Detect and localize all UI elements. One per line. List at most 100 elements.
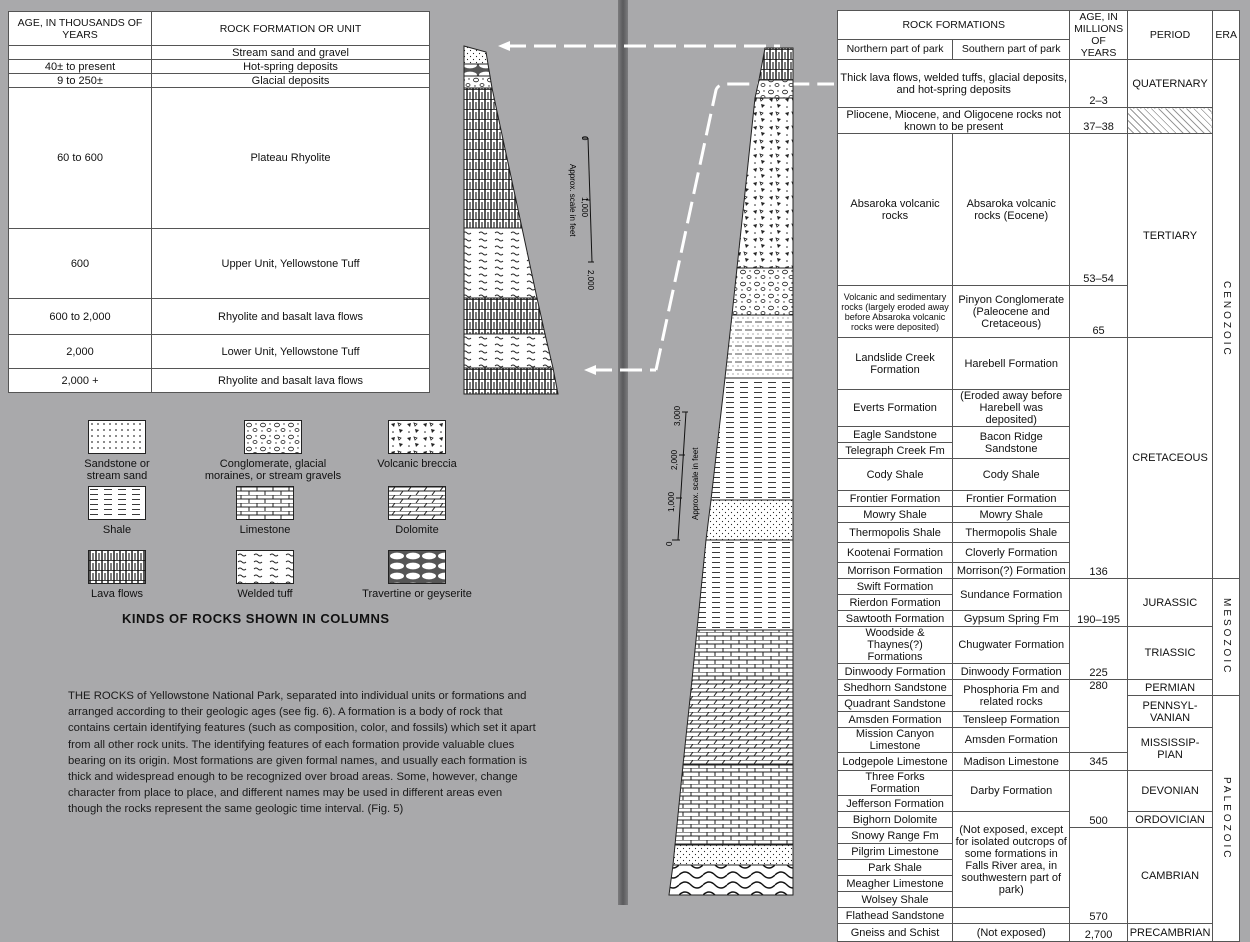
formation-south: Morrison(?) Formation xyxy=(952,562,1071,579)
period-devonian: DEVONIAN xyxy=(1126,770,1214,812)
age-thousands-header: AGE, IN THOUSANDS OF YEARS xyxy=(8,11,152,46)
unit-cell: Plateau Rhyolite xyxy=(151,87,430,229)
right-scale-bar xyxy=(672,411,688,541)
formation-north: Amsden Formation xyxy=(836,711,954,728)
unit-cell: Stream sand and gravel xyxy=(151,45,430,60)
legend-label: Limestone xyxy=(239,524,291,536)
legend-shale: Shale xyxy=(72,486,162,536)
legend-limestone: Limestone xyxy=(220,486,310,536)
hatched-gap-cell xyxy=(1126,107,1214,134)
welded-tuff-swatch xyxy=(236,550,294,584)
period-ordovician: ORDOVICIAN xyxy=(1126,811,1214,828)
legend-lava-flows: Lava flows xyxy=(72,550,162,600)
age-cell: 2–3 xyxy=(1069,59,1128,108)
legend-label: Welded tuff xyxy=(237,588,293,600)
formation-south-empty xyxy=(952,907,1071,924)
rock-formations-header: ROCK FORMATIONS xyxy=(836,10,1071,40)
figure-caption: THE ROCKS of Yellowstone National Park, … xyxy=(68,690,536,816)
missing-rocks-cell: Pliocene, Miocene, and Oligocene rocks n… xyxy=(836,107,1071,134)
formation-north: Meagher Limestone xyxy=(836,875,954,892)
right-scale-tick: 0 xyxy=(665,541,674,546)
formation-south: Dinwoody Formation xyxy=(952,663,1071,680)
formation-north: Cody Shale xyxy=(836,458,954,491)
age-cell xyxy=(8,45,152,60)
formation-north: Pilgrim Limestone xyxy=(836,843,954,860)
left-scale-label: Approx. scale in feet xyxy=(568,164,577,237)
formation-south: Darby Formation xyxy=(952,770,1071,812)
legend-label: Volcanic breccia xyxy=(377,458,457,470)
formation-north: Flathead Sandstone xyxy=(836,907,954,924)
formation-north: Mowry Shale xyxy=(836,506,954,523)
formation-north: Quadrant Sandstone xyxy=(836,695,954,712)
formation-north: Frontier Formation xyxy=(836,490,954,507)
age-cell: 570 xyxy=(1069,827,1128,924)
era-paleozoic: PALEOZOIC xyxy=(1212,695,1240,942)
travertine-swatch xyxy=(388,550,446,584)
age-cell: 225 xyxy=(1069,626,1128,680)
legend-label: Conglomerate, glacial moraines, or strea… xyxy=(204,458,342,482)
limestone-swatch xyxy=(236,486,294,520)
age-cell: 136 xyxy=(1069,337,1128,579)
legend-welded-tuff: Welded tuff xyxy=(220,550,310,600)
formation-south: (Not exposed, except for isolated outcro… xyxy=(952,811,1071,908)
age-cell: 37–38 xyxy=(1069,107,1128,134)
right-scale-label: Approx. scale in feet xyxy=(691,447,700,520)
age-cell: 600 xyxy=(8,228,152,299)
formation-north: Rierdon Formation xyxy=(836,594,954,611)
shale-swatch xyxy=(88,486,146,520)
age-cell: 190–195 xyxy=(1069,578,1128,627)
age-cell: 9 to 250± xyxy=(8,73,152,88)
formation-north: Lodgepole Limestone xyxy=(836,752,954,771)
legend-title: KINDS OF ROCKS SHOWN IN COLUMNS xyxy=(122,611,390,626)
yellowstone-plateau-rock-column: 0 1,000 2,000 Approx. scale in feet xyxy=(463,45,595,395)
period-tertiary: TERTIARY xyxy=(1126,133,1214,338)
left-scale-bar xyxy=(582,137,594,263)
era-header: ERA xyxy=(1212,10,1240,60)
legend-label: Shale xyxy=(102,524,132,536)
dashed-connector-lines xyxy=(498,41,834,375)
formation-south: (Not exposed) xyxy=(952,923,1071,942)
formation-north: Woodside & Thaynes(?) Formations xyxy=(836,626,954,664)
right-scale-tick: 1,000 xyxy=(667,491,676,512)
era-mesozoic: MESOZOIC xyxy=(1212,578,1240,696)
period-triassic: TRIASSIC xyxy=(1126,626,1214,680)
period-mississippian: MISSISSIP- PIAN xyxy=(1126,727,1214,771)
formation-north: Dinwoody Formation xyxy=(836,663,954,680)
formation-north: Everts Formation xyxy=(836,389,954,427)
right-formation-table: ROCK FORMATIONS AGE, IN MILLIONS OF YEAR… xyxy=(836,10,1240,942)
formation-north: Morrison Formation xyxy=(836,562,954,579)
legend-label: Dolomite xyxy=(395,524,439,536)
period-quaternary: QUATERNARY xyxy=(1126,59,1214,108)
legend-travertine: Travertine or geyserite xyxy=(352,550,482,600)
dolomite-swatch xyxy=(388,486,446,520)
legend-label: Lava flows xyxy=(91,588,143,600)
legend-label: Travertine or geyserite xyxy=(362,588,472,600)
age-cell: 60 to 600 xyxy=(8,87,152,229)
formation-south: Cloverly Formation xyxy=(952,542,1071,563)
legend-volcanic-breccia: Volcanic breccia xyxy=(372,420,462,470)
formation-south: Cody Shale xyxy=(952,458,1071,491)
legend-label: Sandstone or stream sand xyxy=(84,458,150,482)
formation-north: Volcanic and sedimentary rocks (largely … xyxy=(836,285,954,338)
formation-south: Thermopolis Shale xyxy=(952,522,1071,543)
northern-park-header: Northern part of park xyxy=(836,38,954,61)
formation-north: Mission Canyon Limestone xyxy=(836,727,954,753)
formation-south: Gypsum Spring Fm xyxy=(952,610,1071,627)
formation-north: Sawtooth Formation xyxy=(836,610,954,627)
unit-cell: Rhyolite and basalt lava flows xyxy=(151,298,430,335)
unit-cell: Lower Unit, Yellowstone Tuff xyxy=(151,334,430,369)
period-header: PERIOD xyxy=(1126,10,1214,60)
period-cambrian: CAMBRIAN xyxy=(1126,827,1214,924)
age-cell: 2,700 xyxy=(1069,923,1128,942)
age-cell: 500 xyxy=(1069,770,1128,828)
legend-conglomerate: Conglomerate, glacial moraines, or strea… xyxy=(198,420,348,482)
formation-north: Thermopolis Shale xyxy=(836,522,954,543)
age-cell: 345 xyxy=(1069,752,1128,771)
period-cretaceous: CRETACEOUS xyxy=(1126,337,1214,579)
formation-south: Pinyon Conglomerate (Paleocene and Creta… xyxy=(952,285,1071,338)
formation-north: Bighorn Dolomite xyxy=(836,811,954,828)
formation-north: Swift Formation xyxy=(836,578,954,595)
right-scale-bar-group: 0 1,000 2,000 3,000 Approx. scale in fee… xyxy=(665,405,700,546)
formation-south: Madison Limestone xyxy=(952,752,1071,771)
period-permian: PERMIAN xyxy=(1126,679,1214,696)
